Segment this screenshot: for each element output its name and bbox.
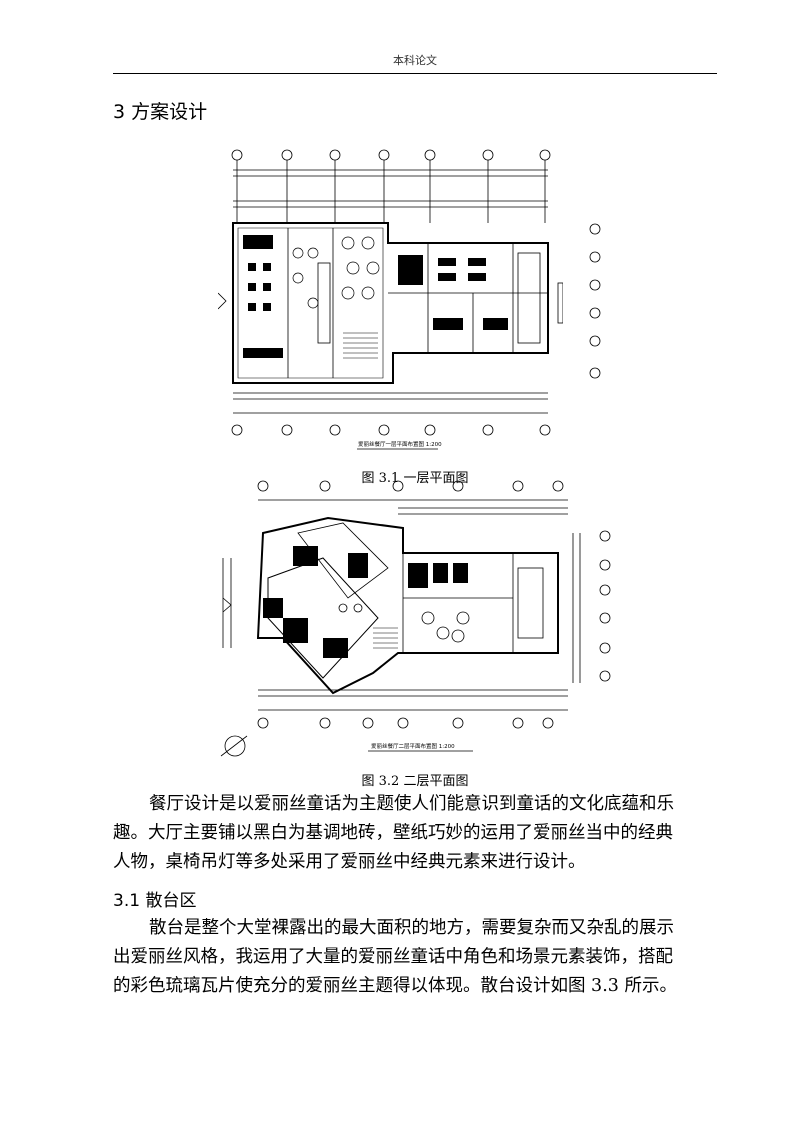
plan-1-right-axes [589,223,601,379]
plan-2-label: 爱丽丝餐厅二层平面布置图 1:200 [371,742,455,750]
floor-plan-1-figure: 爱丽丝餐厅一层平面布置图 1:200 [218,143,601,461]
floor-plan-2-drawing: 爱丽丝餐厅二层平面布置图 1:200 [220,480,611,757]
north-arrow-icon [220,735,248,757]
axis-markers-top [231,149,551,161]
paragraph-line: 出爱丽丝风格，我运用了大量的爱丽丝童话中角色和场景元素装饰，搭配 [113,947,673,967]
header-rule [113,73,717,74]
section-heading: 3 方案设计 [113,101,208,123]
axis-markers-bottom [231,424,551,436]
paragraph-line: 的彩色琉璃瓦片使充分的爱丽丝主题得以体现。散台设计如图 3.3 所示。 [113,976,677,996]
floor-plan-2-figure: 爱丽丝餐厅二层平面布置图 1:200 [213,478,613,766]
paragraph-line: 散台是整个大堂裸露出的最大面积的地方，需要复杂而又杂乱的展示 [149,918,674,938]
figure-caption-3-2: 图 3.2 二层平面图 [361,774,469,789]
paragraph-line: 餐厅设计是以爱丽丝童话为主题使人们能意识到童话的文化底蕴和乐 [149,794,674,814]
figure-caption-3-1: 图 3.1 一层平面图 [361,471,469,486]
subsection-heading: 3.1 散台区 [113,891,197,911]
floor-plan-1-drawing: 爱丽丝餐厅一层平面布置图 1:200 [218,149,563,450]
body-paragraph: 散台是整个大堂裸露出的最大面积的地方，需要复杂而又杂乱的展示 出爱丽丝风格，我运… [113,914,717,1001]
paragraph-line: 趣。大厅主要铺以黑白为基调地砖，壁纸巧妙的运用了爱丽丝当中的经典 [113,823,673,843]
axis-markers-top [257,480,564,492]
axis-markers-bottom [257,717,554,729]
running-header: 本科论文 [393,54,437,67]
paragraph-line: 人物，桌椅吊灯等多处采用了爱丽丝中经典元素来进行设计。 [113,852,586,872]
axis-markers-right [599,530,611,682]
plan-1-label: 爱丽丝餐厅一层平面布置图 1:200 [358,440,442,448]
intro-paragraph: 餐厅设计是以爱丽丝童话为主题使人们能意识到童话的文化底蕴和乐 趣。大厅主要铺以黑… [113,790,717,877]
